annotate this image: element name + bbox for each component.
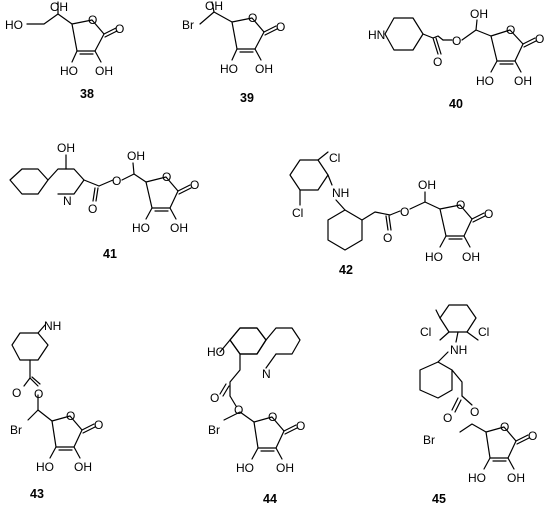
compound-45-ho-bottom: HO <box>468 471 486 485</box>
compound-38-ho-left: HO <box>5 18 23 32</box>
compound-41-oh-quin: OH <box>57 141 75 155</box>
compound-45: Cl Cl NH O O Br O O HO OH 45 <box>419 304 537 506</box>
compound-42-cl-top: Cl <box>329 151 340 165</box>
compound-38-number: 38 <box>80 87 94 101</box>
compound-42-ring-o: O <box>456 198 465 212</box>
compound-45-number: 45 <box>432 492 446 506</box>
compound-42-ho-bottom: HO <box>425 250 443 264</box>
compound-39-oh-top: OH <box>205 0 223 13</box>
compound-44: HO N O O Br O O HO OH 44 <box>207 327 305 506</box>
compound-44-ester-co: O <box>210 391 219 405</box>
compound-41-ring-o: O <box>162 170 171 184</box>
compound-38-carbonyl-o: O <box>115 22 124 36</box>
compound-40-hn: HN <box>368 28 385 42</box>
compound-38-oh-top: OH <box>50 0 68 14</box>
compound-43-ester-co: O <box>12 386 21 400</box>
compound-43-nh: NH <box>44 319 61 333</box>
compound-39-br: Br <box>182 18 194 32</box>
compound-44-br: Br <box>208 423 220 437</box>
compound-41-oh-bottom: OH <box>170 221 188 235</box>
compound-45-br: Br <box>423 433 435 447</box>
compound-43-number: 43 <box>30 487 44 501</box>
compound-43-oh-bottom: OH <box>74 460 92 474</box>
compound-43-ho-bottom: HO <box>36 460 54 474</box>
compound-41-n: N <box>63 194 72 208</box>
compound-42-oh-bottom: OH <box>462 250 480 264</box>
compound-41-oh-top: OH <box>127 149 145 163</box>
compound-42-ester-o: O <box>400 205 409 219</box>
compound-40-ester-co: O <box>433 55 442 69</box>
compound-39-carbonyl-o: O <box>276 20 285 34</box>
compound-44-ring-o: O <box>268 410 277 424</box>
compound-39-ring-o: O <box>248 11 257 25</box>
compound-43-carbonyl-o: O <box>94 418 103 432</box>
compound-39: Br OH O O HO OH 39 <box>182 0 285 105</box>
compound-38-oh-bottom: OH <box>95 64 113 78</box>
compound-44-ho-quin: HO <box>207 345 225 359</box>
compound-42-carbonyl-o: O <box>484 207 493 221</box>
compound-40: HN O O OH O O HO OH 40 <box>368 7 544 111</box>
compound-45-ring-o: O <box>500 420 509 434</box>
compound-45-ester-o: O <box>470 405 479 419</box>
compound-38-ring-o: O <box>88 13 97 27</box>
compound-41-number: 41 <box>103 247 117 261</box>
compound-45-cl-left: Cl <box>420 325 431 339</box>
compound-40-number: 40 <box>449 97 463 111</box>
compound-39-ho-bottom: HO <box>220 62 238 76</box>
compound-42-number: 42 <box>339 263 353 277</box>
compound-42-ester-co: O <box>383 231 392 245</box>
compound-42-oh-top: OH <box>418 178 436 192</box>
compound-40-oh-top: OH <box>470 7 488 21</box>
compound-42-cl-bottom: Cl <box>292 206 303 220</box>
compound-44-n: N <box>262 367 271 381</box>
compound-45-cl-right: Cl <box>478 325 489 339</box>
compound-43: NH O O Br O O HO OH 43 <box>10 319 103 501</box>
compound-45-ester-co: O <box>443 411 452 425</box>
compound-44-ester-o: O <box>234 403 243 417</box>
compound-41-ho-bottom: HO <box>132 221 150 235</box>
compound-43-br: Br <box>10 423 22 437</box>
compound-40-ho-bottom: HO <box>476 74 494 88</box>
compound-44-ho-bottom: HO <box>236 461 254 475</box>
compound-41-ester-co: O <box>88 202 97 216</box>
compound-40-ring-o: O <box>506 23 515 37</box>
compound-40-carbonyl-o: O <box>535 32 544 46</box>
compound-44-number: 44 <box>263 492 277 506</box>
compound-43-ring-o: O <box>66 409 75 423</box>
compound-38-ho-bottom: HO <box>60 64 78 78</box>
compound-39-oh-bottom: OH <box>255 62 273 76</box>
compound-41-ester-o: O <box>112 174 121 188</box>
compound-40-ester-o: O <box>452 34 461 48</box>
compound-38: OH HO O O HO OH 38 <box>5 0 124 101</box>
compound-41: OH N O O OH O O HO OH 41 <box>9 141 199 261</box>
compound-42-nh: NH <box>332 186 349 200</box>
compound-39-number: 39 <box>240 91 254 105</box>
compound-41-carbonyl-o: O <box>190 178 199 192</box>
compound-45-oh-bottom: OH <box>507 471 525 485</box>
compound-42: Cl Cl NH O O OH O O HO OH 42 <box>289 151 493 277</box>
compound-44-carbonyl-o: O <box>296 419 305 433</box>
compound-44-oh-bottom: OH <box>276 461 294 475</box>
compound-45-carbonyl-o: O <box>528 429 537 443</box>
compound-45-nh: NH <box>450 343 467 357</box>
compound-40-oh-bottom: OH <box>514 74 532 88</box>
compound-43-ester-o: O <box>34 387 43 401</box>
